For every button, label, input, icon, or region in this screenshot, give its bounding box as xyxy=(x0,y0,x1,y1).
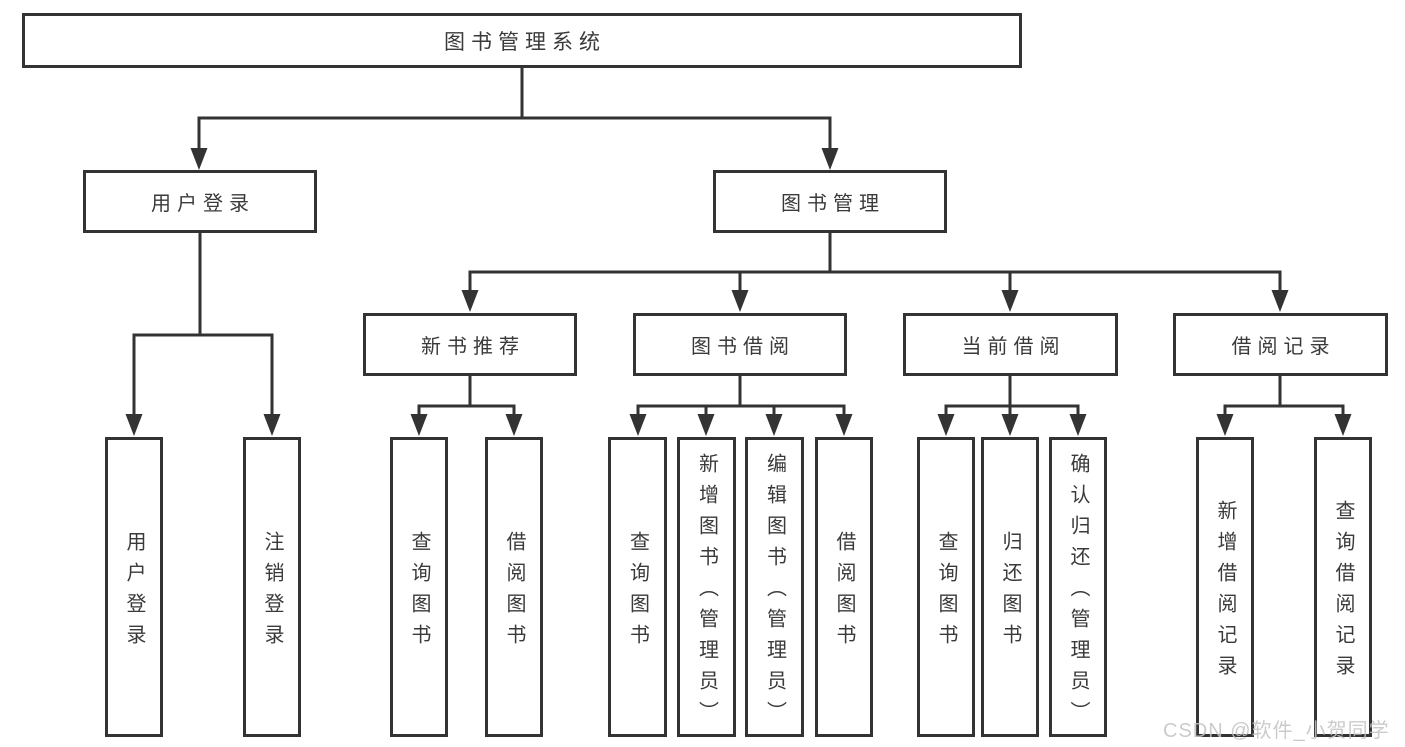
arrowhead-down-icon xyxy=(461,290,479,312)
node-label: 图书管理系统 xyxy=(444,30,606,54)
leaf-label: 编辑图书（管理员） xyxy=(763,453,786,732)
connector-branch-1 xyxy=(132,231,274,424)
leaf-label: 注销登录 xyxy=(261,530,283,655)
leaf-add-books-admin: 新增图书（管理员） xyxy=(677,437,736,737)
leaf-add-borrow-record: 新增借阅记录 xyxy=(1196,437,1254,737)
node-book-borrowing: 图书借阅 xyxy=(633,313,847,376)
arrowhead-down-icon xyxy=(1001,290,1019,312)
arrowhead-down-icon xyxy=(190,148,208,170)
arrowhead-down-icon xyxy=(1334,414,1352,436)
leaf-borrow-books-recommend: 借阅图书 xyxy=(485,437,543,737)
connector-branch-4 xyxy=(636,374,846,424)
connector-branch-0 xyxy=(197,66,832,158)
leaf-label: 用户登录 xyxy=(123,530,145,655)
arrowhead-down-icon xyxy=(1271,290,1289,312)
arrowhead-down-icon xyxy=(1001,414,1019,436)
leaf-borrow-books-borrow: 借阅图书 xyxy=(815,437,873,737)
arrowhead-down-icon xyxy=(1069,414,1087,436)
leaf-logout-login: 注销登录 xyxy=(243,437,301,737)
node-book-management: 图书管理 xyxy=(713,170,947,233)
leaf-label: 借阅图书 xyxy=(833,530,855,655)
node-label: 图书管理 xyxy=(781,193,885,215)
connector-branch-2 xyxy=(468,231,1282,300)
node-user-login: 用户登录 xyxy=(83,170,317,233)
leaf-label: 归还图书 xyxy=(999,530,1021,655)
node-borrowing-records: 借阅记录 xyxy=(1173,313,1388,376)
leaf-label: 新增图书（管理员） xyxy=(695,453,718,732)
node-new-book-recommendation: 新书推荐 xyxy=(363,313,577,376)
connector-branch-6 xyxy=(1223,374,1345,424)
leaf-user-login: 用户登录 xyxy=(105,437,163,737)
leaf-query-books-borrow: 查询图书 xyxy=(608,437,667,737)
arrowhead-down-icon xyxy=(1216,414,1234,436)
arrowhead-down-icon xyxy=(937,414,955,436)
arrowhead-down-icon xyxy=(835,414,853,436)
arrowhead-down-icon xyxy=(263,414,281,436)
node-label: 图书借阅 xyxy=(691,336,795,358)
arrowhead-down-icon xyxy=(125,414,143,436)
leaf-edit-books-admin: 编辑图书（管理员） xyxy=(745,437,804,737)
leaf-label: 确认归还（管理员） xyxy=(1067,453,1089,732)
watermark: CSDN @软件_小贺同学 xyxy=(1163,720,1390,742)
arrowhead-down-icon xyxy=(697,414,715,436)
leaf-query-books-current: 查询图书 xyxy=(917,437,975,737)
leaf-label: 新增借阅记录 xyxy=(1214,499,1236,686)
leaf-confirm-return-admin: 确认归还（管理员） xyxy=(1049,437,1107,737)
arrowhead-down-icon xyxy=(765,414,783,436)
leaf-label: 查询图书 xyxy=(935,530,957,655)
arrowhead-down-icon xyxy=(505,414,523,436)
leaf-query-books-recommend: 查询图书 xyxy=(390,437,448,737)
arrowhead-down-icon xyxy=(731,290,749,312)
leaf-label: 查询图书 xyxy=(408,530,430,655)
arrowhead-down-icon xyxy=(821,148,839,170)
node-label: 当前借阅 xyxy=(961,336,1066,358)
arrowhead-down-icon xyxy=(629,414,647,436)
leaf-return-books: 归还图书 xyxy=(981,437,1039,737)
node-label: 用户登录 xyxy=(151,193,255,215)
node-label: 借阅记录 xyxy=(1231,336,1336,358)
leaf-label: 查询图书 xyxy=(626,530,649,655)
node-label: 新书推荐 xyxy=(421,336,525,358)
node-library-management-system: 图书管理系统 xyxy=(22,13,1022,68)
leaf-query-borrow-record: 查询借阅记录 xyxy=(1314,437,1372,737)
node-current-borrowing: 当前借阅 xyxy=(903,313,1118,376)
leaf-label: 查询借阅记录 xyxy=(1332,499,1354,686)
leaf-label: 借阅图书 xyxy=(503,530,525,655)
connector-branch-3 xyxy=(417,374,516,424)
arrowhead-down-icon xyxy=(410,414,428,436)
